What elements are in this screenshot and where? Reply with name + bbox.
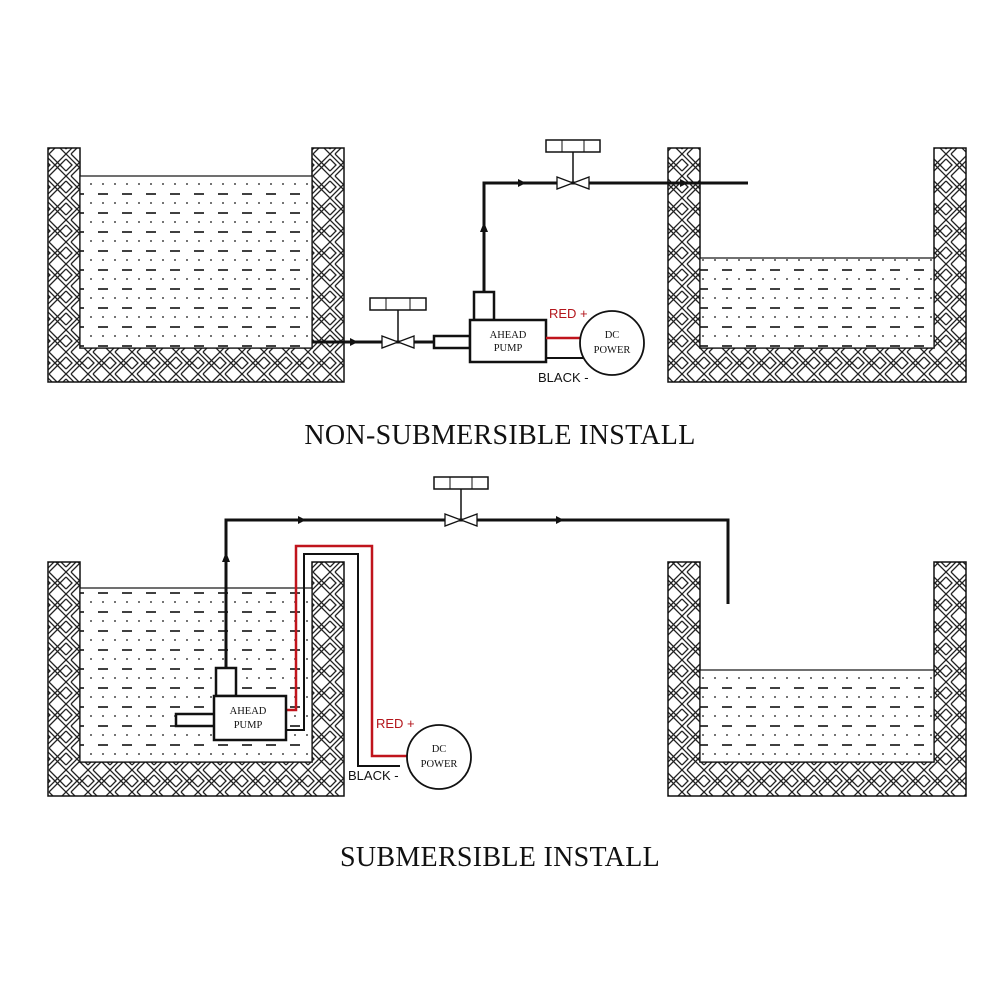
top-dc-label-1: DC (605, 330, 620, 341)
top-pump-label-1: AHEAD (490, 330, 527, 341)
valve-icon (545, 139, 601, 190)
bottom-dc-power (406, 724, 472, 790)
top-dc-label-2: POWER (594, 345, 631, 356)
bottom-caption: SUBMERSIBLE INSTALL (339, 842, 661, 873)
valve-icon (433, 476, 489, 527)
top-pump-nozzle (432, 334, 472, 350)
arrow-icon (518, 179, 526, 187)
bottom-dest-tank (667, 561, 967, 797)
top-source-tank (47, 147, 345, 383)
bottom-dc-label-2: POWER (421, 759, 458, 770)
top-pump-body (468, 318, 548, 364)
arrow-icon (556, 516, 564, 524)
bottom-source-tank (47, 561, 345, 797)
bottom-pump-outlet (214, 666, 238, 698)
arrow-icon (680, 179, 688, 187)
bottom-pump-label-1: AHEAD (230, 706, 267, 717)
bottom-pump-nozzle (174, 712, 218, 728)
top-red-label: RED + (549, 306, 588, 321)
bottom-dest-water (699, 669, 935, 763)
bottom-section: AHEAD PUMP RED + BLACK - DC POWER (47, 476, 967, 797)
bottom-red-wire (286, 544, 408, 758)
arrow-icon (480, 222, 488, 232)
bottom-black-wire (286, 553, 400, 767)
bottom-black-label: BLACK - (348, 768, 399, 783)
bottom-dc-label-1: DC (432, 744, 447, 755)
top-dest-water (699, 257, 935, 349)
arrow-icon (222, 552, 230, 562)
arrow-icon (298, 516, 306, 524)
top-caption: NON-SUBMERSIBLE INSTALL (304, 420, 696, 451)
top-outlet-pipe (482, 181, 748, 292)
bottom-red-label: RED + (376, 716, 415, 731)
top-dest-tank (667, 147, 967, 383)
top-black-label: BLACK - (538, 370, 589, 385)
valve-icon (369, 297, 427, 349)
top-dc-power (579, 310, 645, 376)
top-pump-label-2: PUMP (494, 343, 523, 354)
top-section: AHEAD PUMP RED + BLACK - DC POWER (47, 139, 967, 385)
bottom-pump-label-2: PUMP (234, 720, 263, 731)
arrow-icon (350, 338, 358, 346)
bottom-dest-tank-wall (667, 561, 967, 797)
bottom-pump-body (212, 694, 288, 742)
top-source-water (79, 175, 313, 349)
top-dest-tank-wall (667, 147, 967, 383)
top-pump-outlet (472, 290, 496, 322)
